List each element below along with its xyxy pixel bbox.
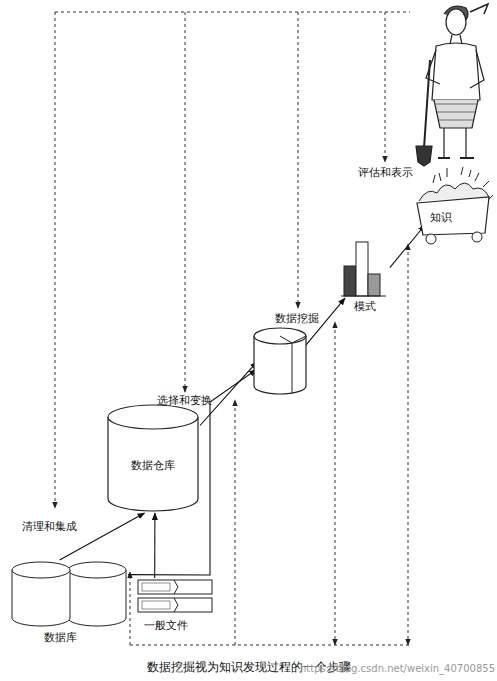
node-label: 一般文件: [136, 619, 196, 632]
flow-arrow: [154, 513, 155, 578]
node-label: 数据仓库: [106, 459, 200, 472]
warehouse-cylinder: 数据仓库: [106, 405, 200, 513]
node-label: 数据挖掘: [267, 312, 327, 325]
flow-arrow: [390, 225, 425, 268]
feedback-line: [130, 645, 410, 646]
pattern-chart: 模式: [340, 238, 396, 316]
node-shape: [413, 165, 493, 245]
feedback-line: [55, 12, 410, 13]
node-label: 知识: [421, 211, 461, 224]
feedback-line: [130, 572, 131, 645]
feedback-line: [298, 12, 299, 308]
watermark: https://blog.csdn.net/weixin_40700855: [300, 662, 495, 675]
feedback-line: [385, 12, 386, 162]
flat-file: 一般文件: [136, 578, 214, 634]
flow-arrow: [200, 362, 257, 426]
feedback-line: [55, 12, 56, 508]
mining-disk: 数据挖掘: [252, 310, 322, 398]
miner-figure: [416, 4, 488, 166]
feedback-line: [235, 400, 236, 645]
feedback-line: [408, 244, 409, 645]
feedback-lines: [55, 12, 410, 645]
step-label: 清理和集成: [22, 520, 77, 533]
knowledge-cart: 知识: [413, 165, 493, 245]
step-label: 评估和表示: [358, 166, 413, 179]
feedback-line: [185, 12, 186, 392]
feedback-line: [335, 322, 336, 645]
database-cylinders: 数据库: [10, 560, 128, 646]
node-label: 数据库: [10, 631, 110, 644]
node-label: 模式: [340, 300, 390, 313]
step-label: 选择和变换: [157, 394, 212, 407]
